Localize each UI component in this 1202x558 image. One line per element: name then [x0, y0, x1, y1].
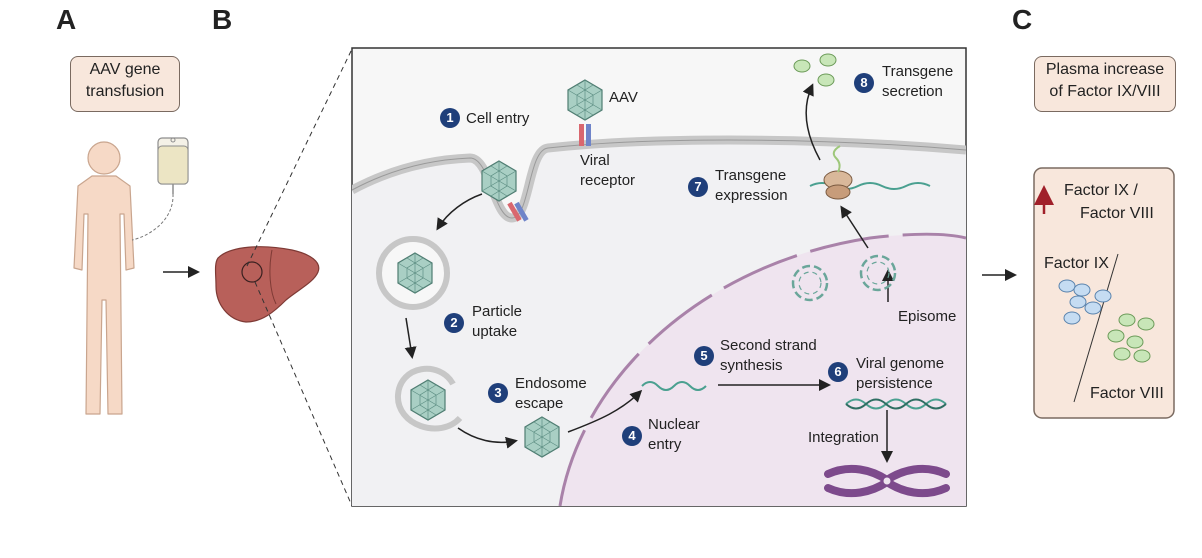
- viral-receptor-icon: [579, 124, 591, 146]
- step-3-label-line1: Endosome: [515, 375, 587, 392]
- step-3-label-line2: escape: [515, 395, 564, 412]
- aav-transfusion-line1: AAV gene: [89, 61, 161, 78]
- endosome-icon: [376, 236, 450, 310]
- aav-label: AAV: [609, 89, 638, 106]
- plasma-increase-line2: of Factor IX/VIII: [1049, 83, 1161, 100]
- endosome-escaping-icon: [395, 365, 463, 432]
- step-6-label-line2: persistence: [856, 375, 933, 392]
- step-4-label-line1: Nuclear: [648, 416, 700, 433]
- viral-receptor-line1: Viral: [580, 152, 610, 169]
- step-2-label-line1: Particle: [472, 303, 523, 320]
- panel-letter-c: C: [1012, 4, 1033, 35]
- step-7-badge: 7: [688, 177, 708, 197]
- human-figure: [73, 141, 135, 415]
- step-5-badge: 5: [694, 346, 714, 366]
- factor-box-line2: Factor VIII: [1080, 205, 1154, 222]
- step-4-badge: 4: [622, 426, 642, 446]
- factor-box: [1033, 167, 1175, 419]
- step-8-badge: 8: [854, 73, 874, 93]
- step-2-label-line2: uptake: [472, 323, 518, 340]
- aav-transfusion-label: AAV gene transfusion: [70, 56, 180, 112]
- single-strand-dna-icon: [641, 381, 707, 391]
- factor-viii-cluster: [1107, 313, 1155, 363]
- panel-letter-b: B: [212, 4, 233, 35]
- episome-label: Episome: [898, 308, 957, 325]
- step-7-label-line1: Transgene: [715, 167, 787, 184]
- step-6-label-line1: Viral genome: [856, 355, 945, 372]
- factor-ix-label: Factor IX: [1044, 255, 1109, 272]
- plasma-increase-line1: Plasma increase: [1045, 61, 1165, 78]
- iv-bag-icon: [131, 137, 189, 241]
- factor-ix-cluster: [1058, 279, 1112, 325]
- step-3-badge: 3: [488, 383, 508, 403]
- step-1-badge: 1: [440, 108, 460, 128]
- secreted-protein-icons: [793, 53, 837, 87]
- aav-transfusion-line2: transfusion: [85, 83, 165, 100]
- viral-receptor-line2: receptor: [580, 172, 636, 189]
- factor-box-line1: Factor IX /: [1064, 182, 1138, 199]
- panel-letter-a: A: [56, 4, 77, 35]
- factor-viii-label: Factor VIII: [1090, 385, 1164, 402]
- step-5-label-line2: synthesis: [720, 357, 783, 374]
- plasma-increase-label: Plasma increase of Factor IX/VIII: [1034, 56, 1176, 112]
- step-5-label-line1: Second strand: [720, 337, 817, 354]
- step-7-label-line2: expression: [715, 187, 788, 204]
- step-6-badge: 6: [828, 362, 848, 382]
- liver-icon: [214, 246, 320, 323]
- step-8-label-line1: Transgene: [882, 63, 954, 80]
- step-4-label-line2: entry: [648, 436, 682, 453]
- step-2-badge: 2: [444, 313, 464, 333]
- step-1-label-line1: Cell entry: [466, 110, 530, 127]
- step-8-label-line2: secretion: [882, 83, 943, 100]
- integration-label: Integration: [808, 429, 879, 446]
- cell-panel: [351, 47, 967, 507]
- receptor-bound-icon: [507, 201, 529, 222]
- chromosome-icon: [824, 464, 950, 498]
- ribosome-icon: [809, 145, 931, 200]
- double-strand-dna-icon: [845, 398, 947, 410]
